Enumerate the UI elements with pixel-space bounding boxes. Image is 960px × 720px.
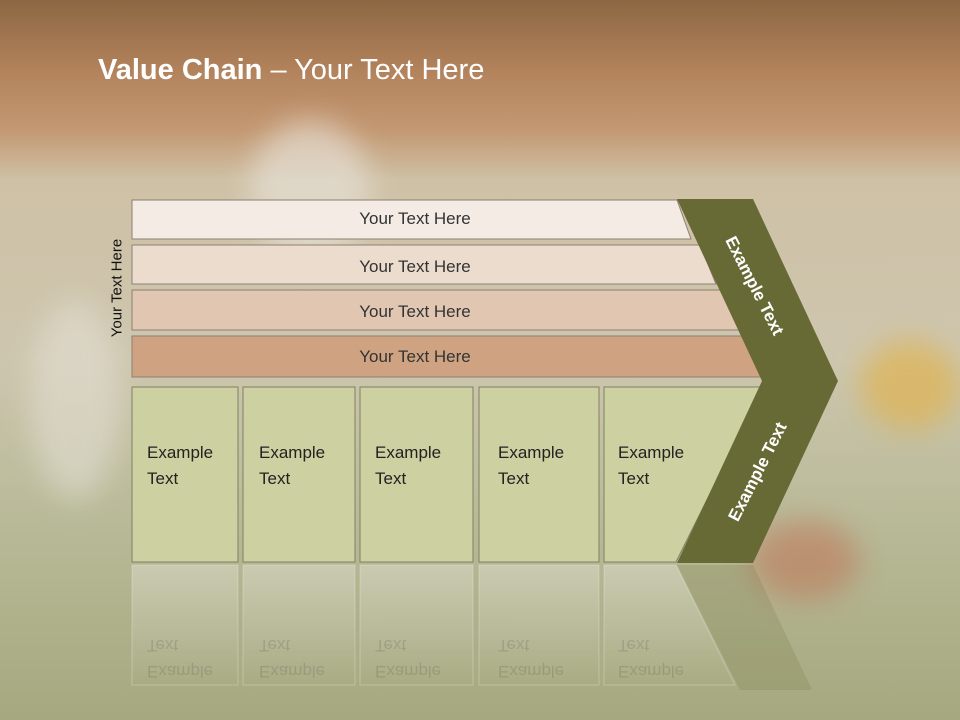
- title-bold: Value Chain: [98, 54, 263, 86]
- background-egg-shape: [750, 520, 860, 600]
- box-1-shape: [131, 386, 239, 563]
- title-rest: – Your Text Here: [262, 54, 485, 86]
- background-flower-shape: [860, 340, 960, 430]
- chevron-arrow-shape: [677, 199, 838, 563]
- box-1-reflection: [131, 564, 239, 686]
- box-2-reflection: [242, 564, 356, 686]
- box-4-reflection: [478, 564, 600, 686]
- box-4-shape: [478, 386, 600, 563]
- band-2-text: Your Text Here: [359, 257, 471, 276]
- box-5-shape: [603, 386, 764, 563]
- box-5-reflection: [603, 564, 736, 686]
- background-bunny-ear-shape: [30, 300, 120, 500]
- box-2-line2: Text: [259, 469, 291, 488]
- box-3-reflection: [359, 564, 474, 686]
- box-1-line1: Example: [147, 443, 214, 462]
- band-4-text: Your Text Here: [359, 347, 471, 366]
- band-1-shape: [131, 199, 692, 240]
- box-3-line1: Example: [375, 443, 442, 462]
- box-4-line1: Example: [498, 443, 565, 462]
- band-3-text: Your Text Here: [359, 302, 471, 321]
- box-5-line1: Example: [618, 443, 685, 462]
- slide-title: Value Chain – Your Text Here: [98, 54, 484, 87]
- box-1-line2: Text: [147, 469, 179, 488]
- box-2-line1: Example: [259, 443, 326, 462]
- box-2-shape: [242, 386, 356, 563]
- box-3-line2: Text: [375, 469, 407, 488]
- box-4-line2: Text: [498, 469, 530, 488]
- box-5-line2: Text: [618, 469, 650, 488]
- band-2-shape: [131, 244, 717, 285]
- band-1-text: Your Text Here: [359, 209, 471, 228]
- chevron-reflection: [677, 565, 812, 690]
- box-3-shape: [359, 386, 474, 563]
